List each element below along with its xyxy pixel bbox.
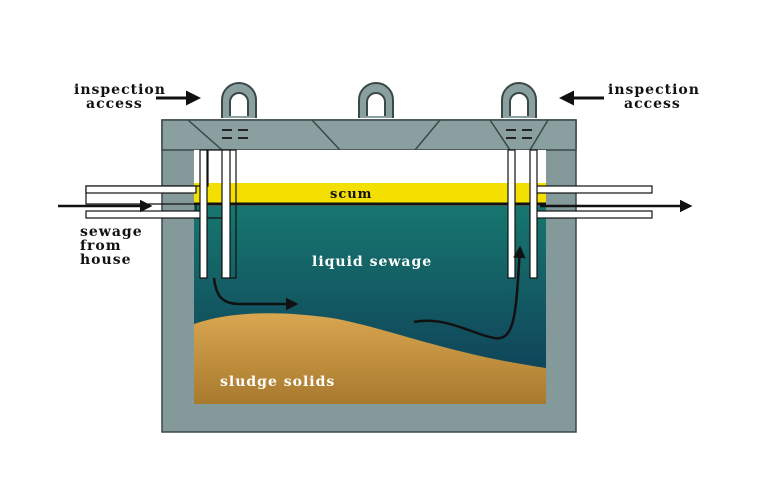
- scum-label: scum: [330, 187, 372, 202]
- sludge-solids-label: sludge solids: [220, 374, 335, 390]
- lid-vent-marks: [222, 129, 532, 139]
- inspection-label-right: inspection access: [608, 82, 706, 112]
- flow-arrow-down: [212, 277, 299, 311]
- flow-arrow-up: [413, 245, 526, 340]
- air-space: [194, 150, 546, 186]
- outlet-pipe: [507, 149, 653, 279]
- lid-segment-lines: [187, 119, 549, 151]
- sludge-layer: [194, 313, 546, 404]
- lid-handles: [221, 82, 537, 118]
- scum-layer: [194, 183, 546, 204]
- liquid-sewage-label: liquid sewage: [312, 254, 432, 270]
- inspection-label-left: inspection access: [74, 82, 172, 112]
- inlet-pipe: [85, 149, 237, 279]
- tank-lid: [161, 119, 577, 151]
- sewage-inlet-label: sewage from house: [80, 224, 148, 268]
